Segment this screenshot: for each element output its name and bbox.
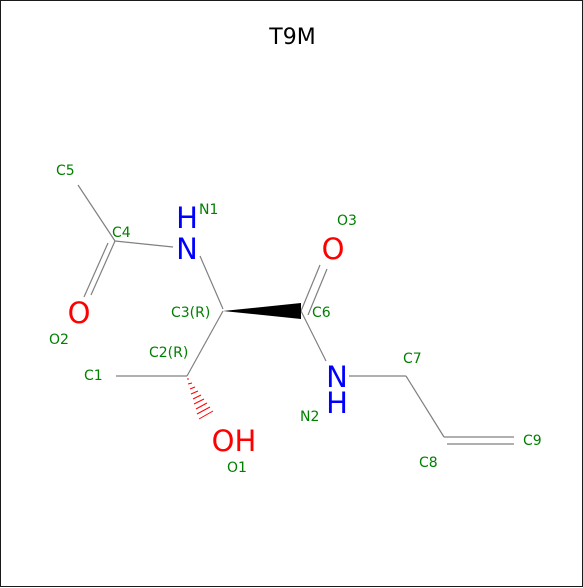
bonds bbox=[77, 184, 514, 445]
hash-line bbox=[196, 406, 211, 415]
hash-line bbox=[198, 410, 214, 420]
hash-line bbox=[187, 382, 193, 385]
bond-c3-c2 bbox=[186, 310, 224, 377]
hash-line bbox=[190, 390, 199, 395]
atom-label-o3: O3 bbox=[337, 213, 357, 229]
hash-line bbox=[195, 402, 208, 410]
atom-symbol-o3: O bbox=[322, 232, 345, 266]
atom-symbol-n1-n: N bbox=[176, 232, 198, 266]
hashed-bond-c2-o1 bbox=[187, 378, 214, 420]
bond-c6-o3-b bbox=[307, 268, 328, 316]
bond-c4-n1 bbox=[114, 240, 174, 248]
bond-c4-o2-a bbox=[90, 240, 116, 296]
atom-symbol-n1: H bbox=[176, 201, 198, 235]
atom-label-c2: C2(R) bbox=[149, 345, 188, 361]
atom-label-c5: C5 bbox=[56, 163, 75, 179]
bond-c5-c4 bbox=[77, 184, 116, 242]
atom-symbol-n2-n: N bbox=[326, 360, 348, 394]
atom-label-c6: C6 bbox=[312, 305, 331, 321]
bond-n1-c3 bbox=[199, 255, 224, 310]
bond-c4-o2-b bbox=[83, 242, 109, 298]
atom-symbol-o1: OH bbox=[212, 424, 257, 458]
atom-label-c3: C3(R) bbox=[171, 305, 210, 321]
hash-line bbox=[189, 386, 196, 390]
atom-symbol-n2-h: H bbox=[326, 386, 348, 420]
atom-symbol-n1-h: H bbox=[176, 201, 198, 235]
atom-label-c8: C8 bbox=[419, 455, 438, 471]
atom-label-c9: C9 bbox=[523, 433, 542, 449]
hash-line bbox=[192, 394, 202, 400]
wedge-bond-c3-c6 bbox=[223, 303, 301, 319]
atom-label-o2: O2 bbox=[49, 332, 69, 348]
atom-label-c4: C4 bbox=[112, 225, 131, 241]
atom-label-n1: N1 bbox=[199, 202, 218, 218]
atom-label-o1: O1 bbox=[227, 460, 247, 476]
bond-c7-c8 bbox=[405, 375, 445, 438]
atom-label-c7: C7 bbox=[403, 351, 422, 367]
atom-label-n2: N2 bbox=[300, 409, 319, 425]
bond-c6-o3-a bbox=[300, 264, 321, 312]
atom-symbol-o2: O bbox=[68, 296, 91, 330]
atom-labels: C5 C4 N1 O3 O2 C3(R) C6 C2(R) C1 C7 N2 O… bbox=[49, 163, 542, 476]
bond-c6-n2 bbox=[300, 310, 327, 362]
atom-label-c1: C1 bbox=[84, 368, 103, 384]
hash-line bbox=[193, 398, 205, 405]
molecule-title: T9M bbox=[269, 25, 316, 50]
